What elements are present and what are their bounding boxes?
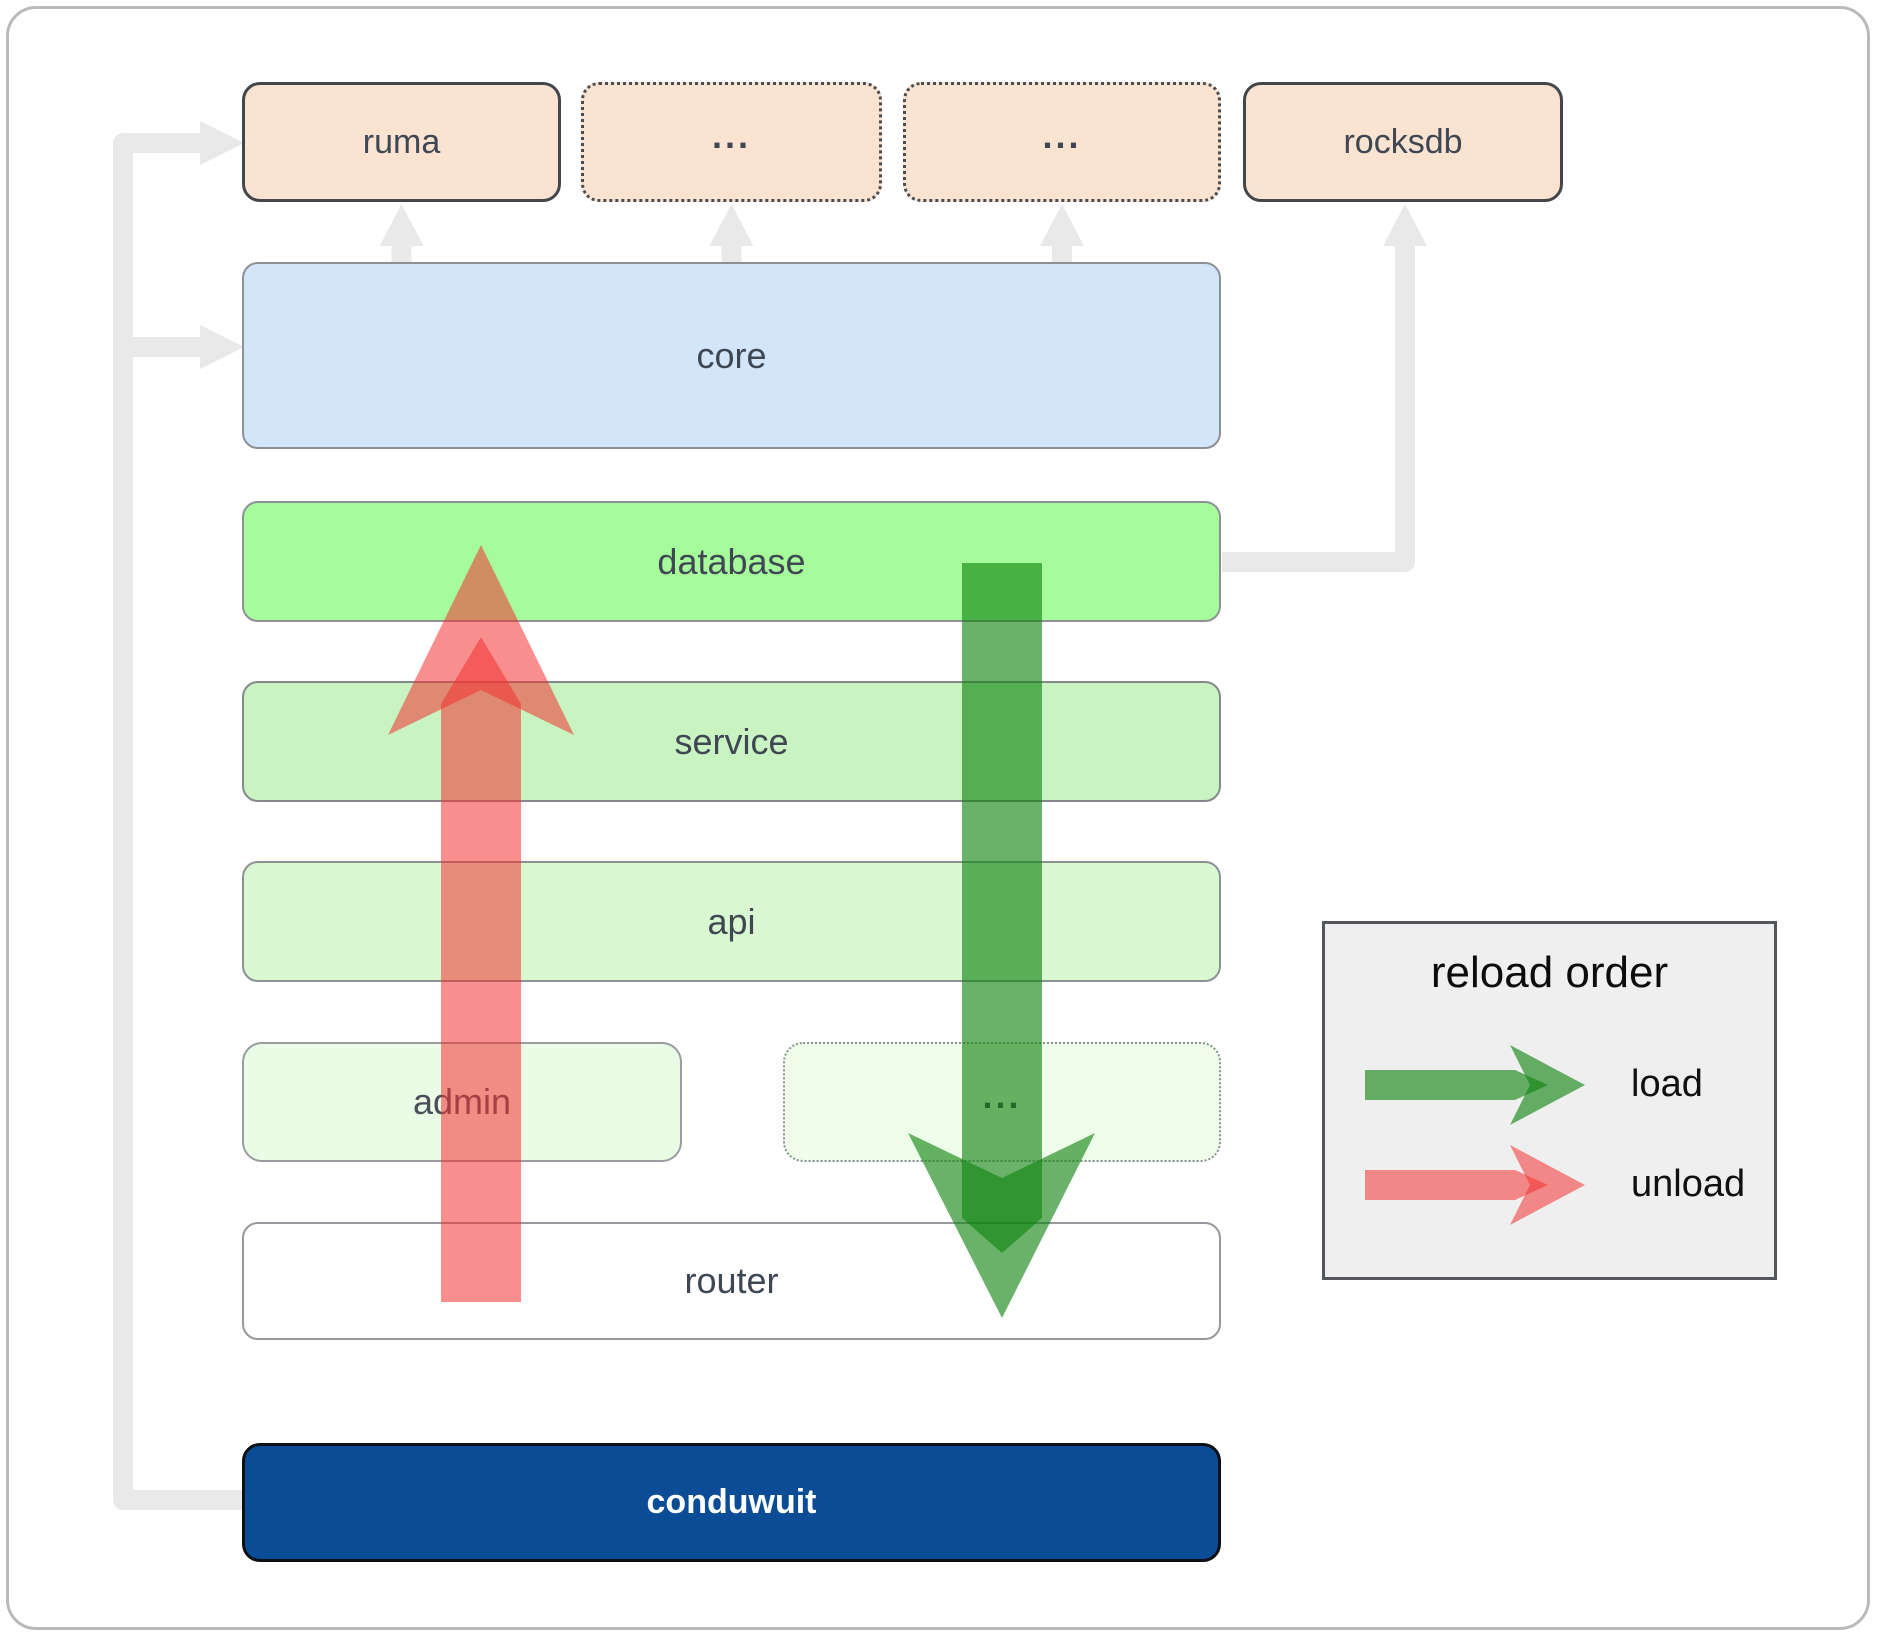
box-ellipsis-1: ... (581, 82, 882, 202)
box-conduwuit-label: conduwuit (646, 1483, 817, 1521)
box-admin-label: admin (412, 1081, 512, 1122)
box-conduwuit: conduwuit (242, 1443, 1221, 1562)
box-ruma-label: ruma (362, 122, 441, 161)
layer-core: core (242, 262, 1221, 449)
legend: reload order load unload (1322, 921, 1777, 1280)
layer-api-label: api (707, 900, 756, 942)
legend-load-label: load (1631, 1063, 1703, 1105)
box-rocksdb-label: rocksdb (1343, 122, 1463, 161)
layer-service-label: service (674, 720, 789, 762)
layer-core-label: core (696, 334, 767, 376)
box-ruma: ruma (242, 82, 561, 202)
box-ellipsis-2: ... (903, 82, 1221, 202)
box-admin: admin (242, 1042, 682, 1162)
box-ellipsis-admin-label: ... (982, 1075, 1022, 1116)
box-rocksdb: rocksdb (1243, 82, 1563, 202)
legend-arrow-layer (1365, 1045, 1585, 1225)
layer-database: database (242, 501, 1221, 622)
layer-service: service (242, 681, 1221, 802)
box-ellipsis-1-label: ... (711, 115, 751, 156)
legend-title: reload order (1430, 948, 1669, 997)
layer-router-label: router (684, 1260, 779, 1301)
diagram-outer-border (6, 6, 1870, 1630)
legend-unload-label: unload (1631, 1163, 1746, 1205)
layer-api: api (242, 861, 1221, 982)
layer-database-label: database (657, 540, 806, 582)
legend-unload-arrow-icon (1365, 1145, 1585, 1225)
box-ellipsis-2-label: ... (1042, 115, 1082, 156)
box-ellipsis-admin: ... (783, 1042, 1221, 1162)
layer-router: router (242, 1222, 1221, 1340)
legend-load-arrow-icon (1365, 1045, 1585, 1125)
